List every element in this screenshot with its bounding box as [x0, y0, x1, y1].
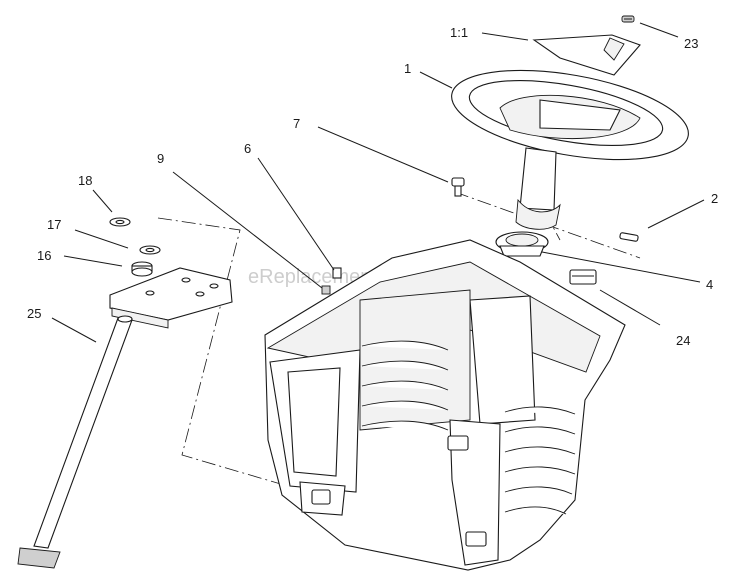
part-24-clip: [569, 269, 597, 285]
leader-4: [541, 251, 701, 283]
part-6-screw: [332, 267, 342, 279]
part-23-insert: [621, 15, 635, 23]
mounting-plate: [109, 267, 233, 329]
leader-18: [92, 189, 113, 213]
callout-6: 6: [244, 141, 251, 156]
callout-1-1: 1:1: [450, 25, 468, 40]
part-17-washer: [139, 245, 161, 255]
callout-24: 24: [676, 333, 690, 348]
part-18-washer: [109, 217, 131, 227]
callout-18: 18: [78, 173, 92, 188]
callout-7: 7: [293, 116, 300, 131]
part-2-pin: [619, 232, 639, 242]
leader-17: [74, 229, 129, 249]
part-4-hub: [495, 231, 549, 257]
leader-24: [599, 289, 661, 326]
part-25-steering-shaft: [17, 315, 133, 569]
leader-1: [419, 71, 453, 89]
part-16-bushing: [131, 261, 153, 277]
part-1-steering-wheel: [451, 69, 689, 230]
callout-1: 1: [404, 61, 411, 76]
leader-23: [639, 22, 679, 38]
callout-2: 2: [711, 191, 718, 206]
callout-25: 25: [27, 306, 41, 321]
leader-16: [63, 255, 123, 267]
leader-2: [647, 199, 705, 229]
leader-1-1: [481, 32, 529, 41]
leader-6: [257, 157, 335, 271]
leader-lines: [51, 22, 705, 343]
part-1-1-wheel-cap: [532, 34, 641, 76]
housing-vent-slots: [361, 340, 576, 515]
callout-17: 17: [47, 217, 61, 232]
callout-23: 23: [684, 36, 698, 51]
part-9-nut: [321, 285, 331, 295]
callout-4: 4: [706, 277, 713, 292]
dash-console-housing: [264, 239, 626, 571]
leader-9: [172, 171, 323, 289]
leader-25: [51, 317, 97, 343]
callout-16: 16: [37, 248, 51, 263]
callout-9: 9: [157, 151, 164, 166]
part-7-bolt: [451, 177, 465, 197]
callout-labels: 1:1 23 1 7 9 6 2 18 17 16 4 25 24: [27, 25, 718, 348]
leader-7: [317, 126, 449, 183]
